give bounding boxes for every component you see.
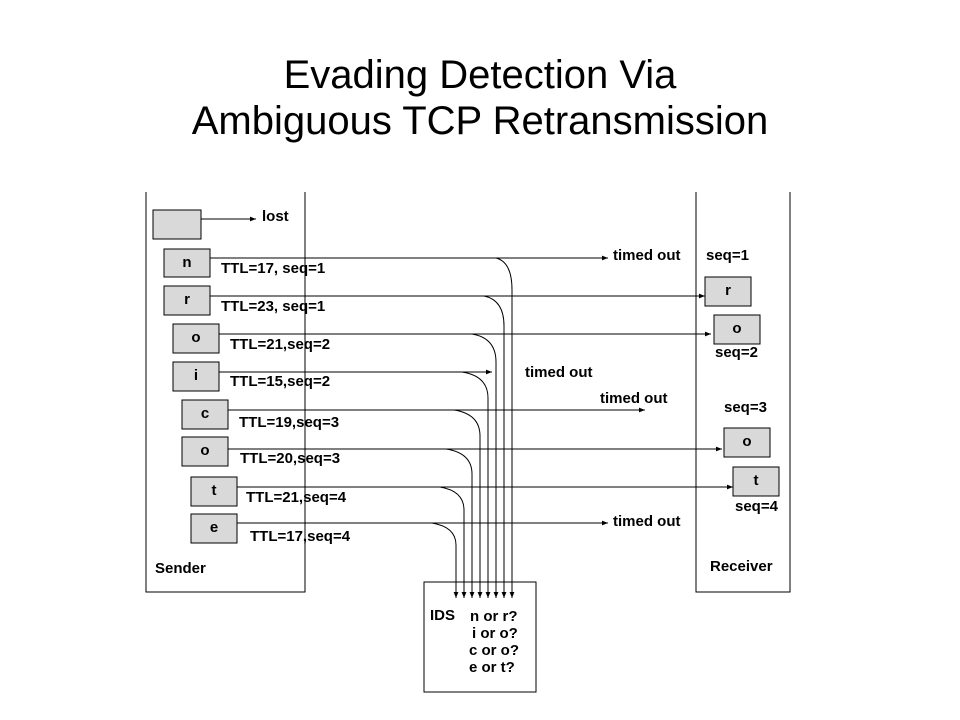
receiver-char-t: t (754, 472, 759, 489)
timed-out-label-3: timed out (600, 390, 668, 407)
packet-box-6 (181, 436, 229, 467)
sender-frame (145, 192, 306, 593)
packet-box-5 (181, 399, 229, 430)
packet-box-7 (190, 476, 238, 507)
receiver-box-t (732, 466, 780, 497)
receiver-seq-4: seq=4 (735, 498, 779, 515)
ids-question-4: e or t? (469, 659, 515, 676)
packet-char-8: e (210, 519, 218, 536)
ids-label: IDS (430, 607, 455, 624)
receiver-seq-2: seq=2 (715, 344, 758, 361)
receiver-char-r: r (725, 282, 731, 299)
packet-char-3: o (191, 329, 200, 346)
packet-box-8 (190, 513, 238, 544)
page-title-line-1: Evading Detection Via (283, 53, 677, 97)
timed-out-label-1: timed out (613, 247, 681, 264)
receiver-char-o-2: o (742, 433, 751, 450)
packet-label-2: TTL=23, seq=1 (221, 298, 325, 315)
ids-question-2: i or o? (472, 625, 518, 642)
packet-char-4: i (194, 367, 198, 384)
packet-label-3: TTL=21,seq=2 (230, 336, 330, 353)
lost-label: lost (262, 208, 289, 225)
packet-char-1: n (182, 254, 191, 271)
timed-out-label-2: timed out (525, 364, 593, 381)
packet-label-7: TTL=21,seq=4 (246, 489, 347, 506)
receiver-frame (695, 192, 791, 593)
ids-tap-2 (483, 295, 507, 598)
ids-question-1: n or r? (470, 608, 518, 625)
lost-packet-box (152, 209, 202, 240)
packet-box-4 (172, 361, 220, 392)
ids-tap-7 (439, 486, 467, 598)
receiver-char-o-1: o (732, 320, 741, 337)
packet-label-1: TTL=17, seq=1 (221, 260, 325, 277)
ids-tap-3 (471, 333, 499, 598)
receiver-box-o-1 (713, 314, 761, 345)
packet-label-6: TTL=20,seq=3 (240, 450, 340, 467)
packet-box-3 (172, 323, 220, 354)
ids-tap-6 (445, 448, 475, 598)
ids-tap-8 (431, 522, 459, 598)
packet-label-4: TTL=15,seq=2 (230, 373, 330, 390)
packet-char-7: t (212, 482, 217, 499)
ids-question-3: c or o? (469, 642, 519, 659)
receiver-seq-1: seq=1 (706, 247, 749, 264)
sender-label: Sender (155, 560, 206, 577)
receiver-label: Receiver (710, 558, 773, 575)
packet-box-1 (163, 248, 211, 278)
receiver-box-r (704, 276, 752, 307)
ids-tap-4 (461, 371, 491, 598)
receiver-seq-3: seq=3 (724, 399, 767, 416)
ids-tap-1 (495, 257, 515, 598)
packet-char-5: c (201, 405, 209, 422)
receiver-box-o-2 (723, 427, 771, 458)
packet-char-6: o (200, 442, 209, 459)
packet-box-2 (163, 285, 211, 316)
ids-tap-5 (453, 409, 483, 598)
packet-char-2: r (184, 291, 190, 308)
packet-label-8: TTL=17,seq=4 (250, 528, 351, 545)
packet-label-5: TTL=19,seq=3 (239, 414, 339, 431)
timed-out-label-4: timed out (613, 513, 681, 530)
page-title-line-2: Ambiguous TCP Retransmission (191, 99, 769, 143)
